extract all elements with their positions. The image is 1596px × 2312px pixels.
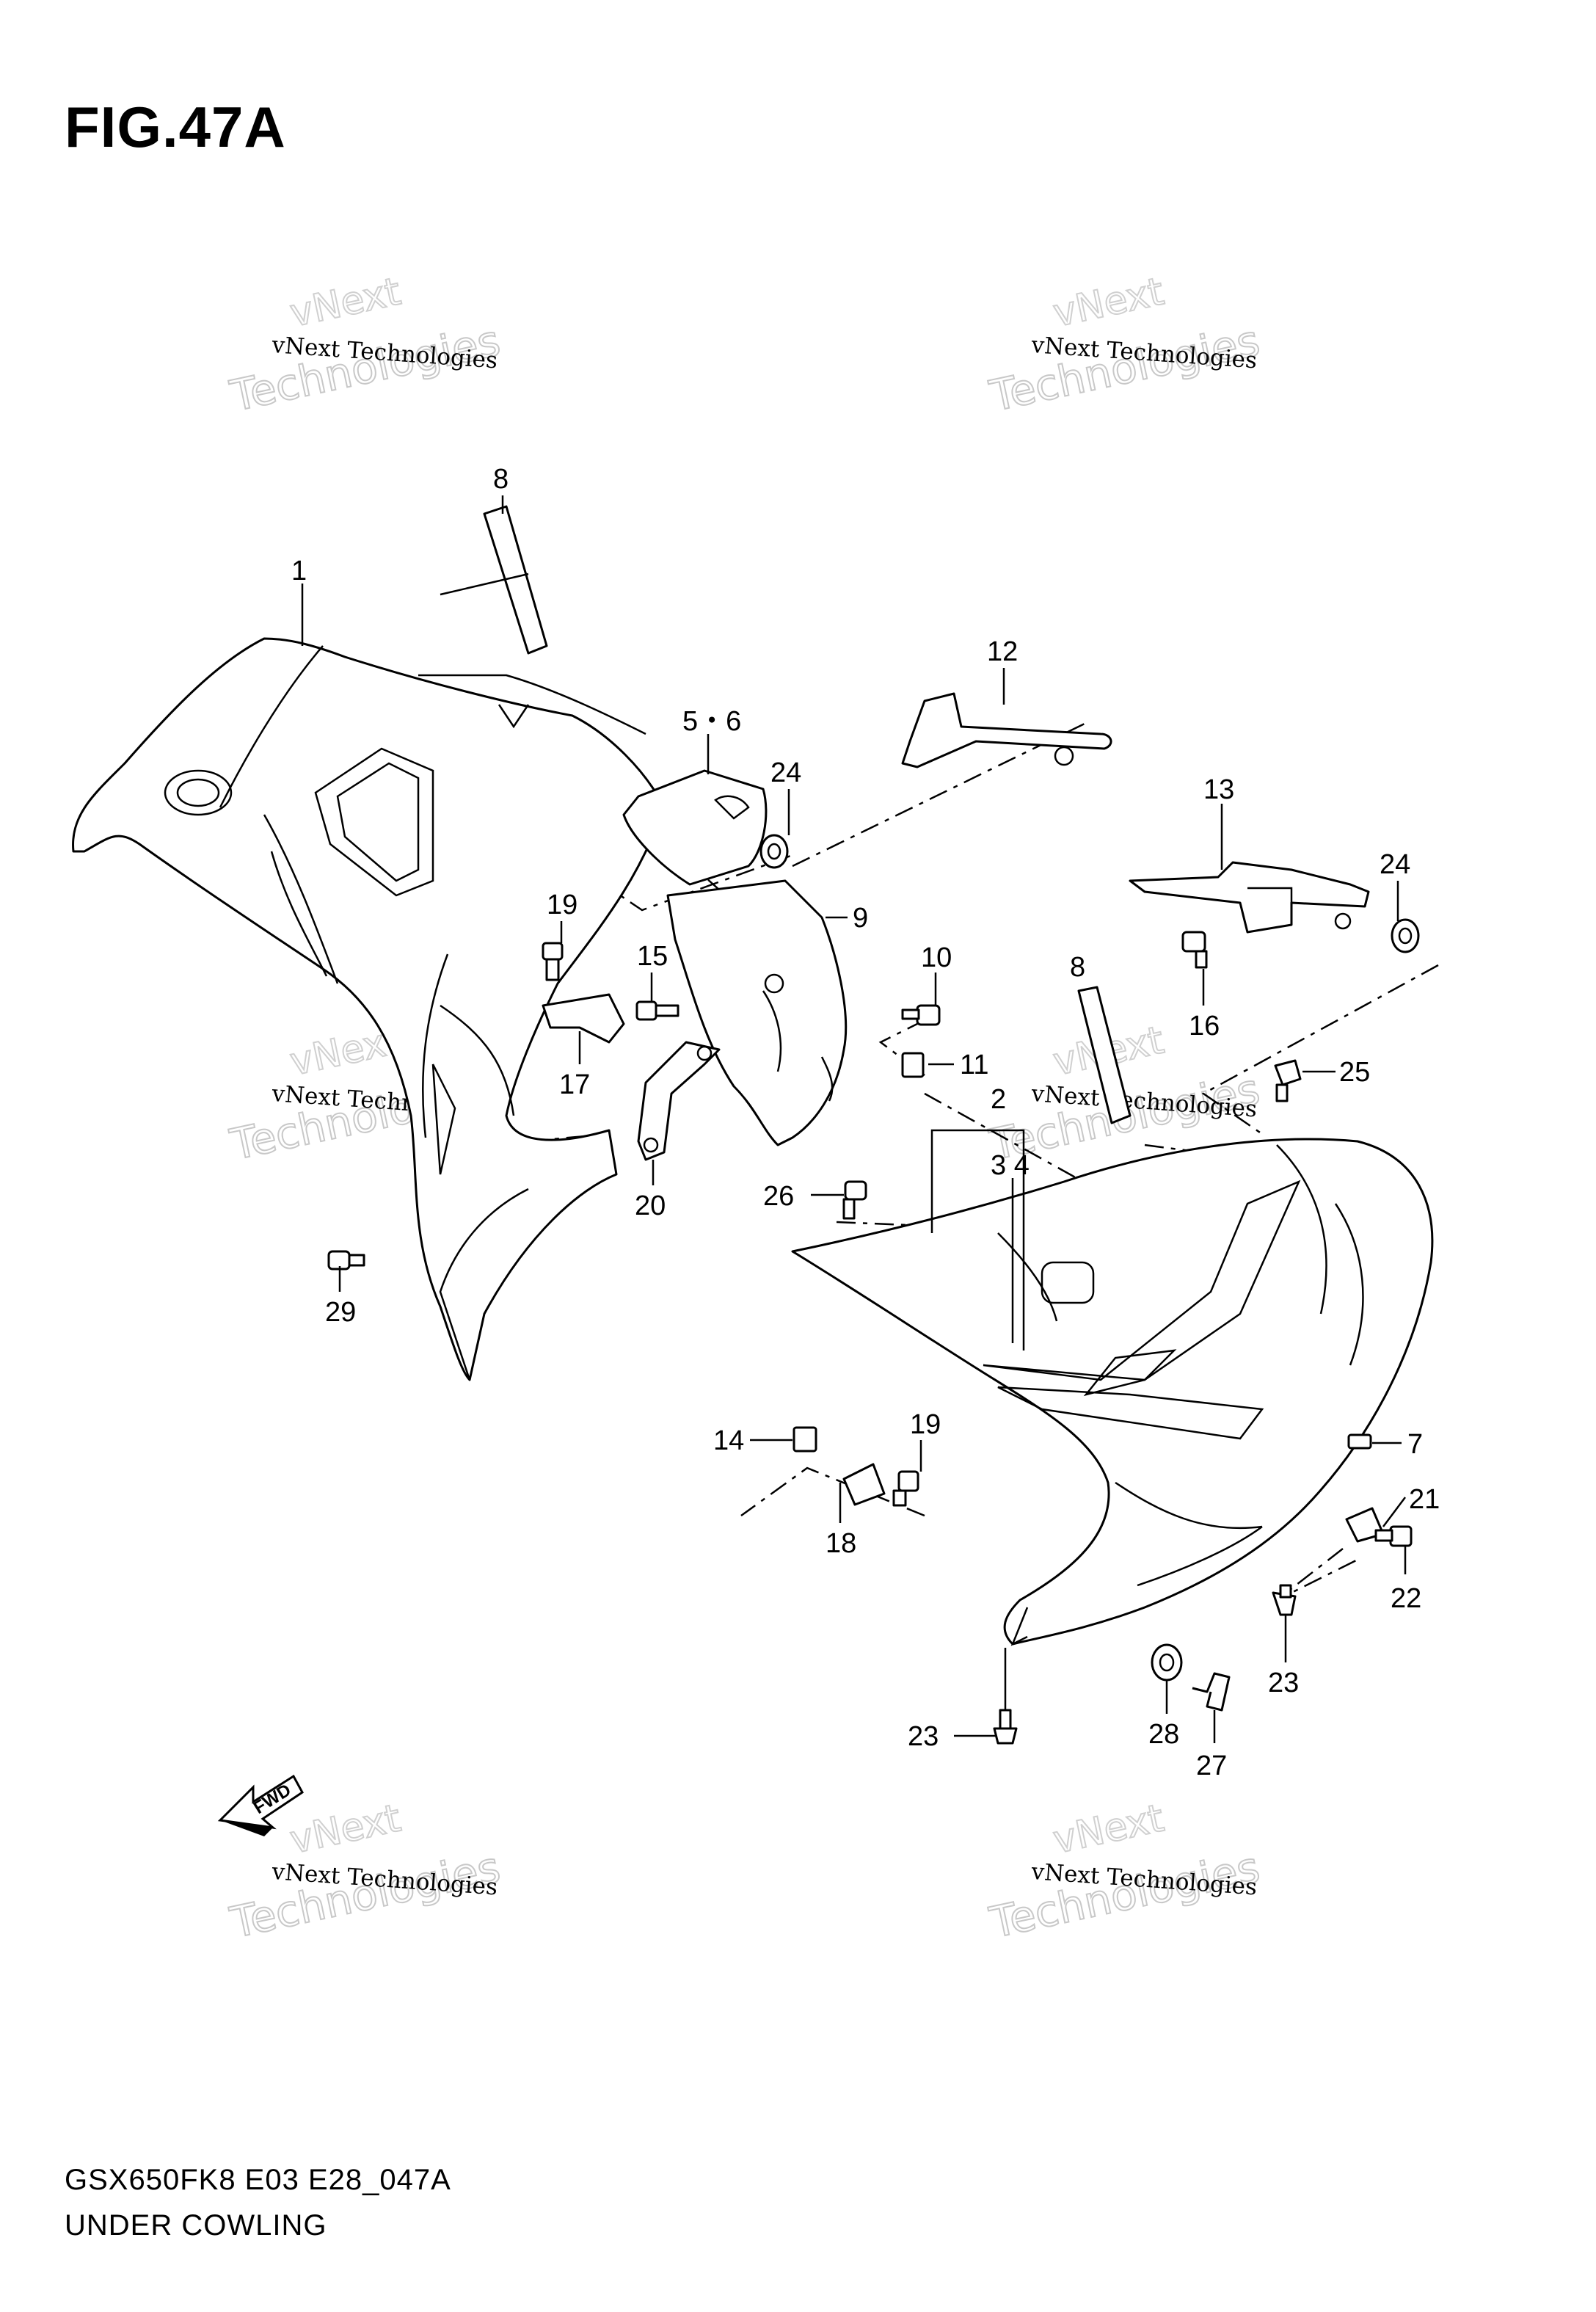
part-26-screw — [842, 1180, 867, 1220]
part-24-upper-grommet — [759, 834, 789, 869]
part-22-bolt — [1374, 1525, 1413, 1547]
callout-13: 13 — [1203, 774, 1234, 805]
part-5-6-shield — [622, 769, 768, 886]
part-12-bracket — [901, 692, 1112, 768]
part-24-right-grommet — [1391, 918, 1420, 953]
watermark-top-left: vNext Technologies vNext Technologies — [225, 269, 506, 421]
callout-20: 20 — [635, 1190, 666, 1221]
callout-16: 16 — [1189, 1011, 1220, 1042]
part-11-nut — [901, 1052, 925, 1078]
part-15-bolt — [635, 1000, 679, 1021]
figure-title: FIG.47A — [65, 95, 286, 159]
part-18-bracket — [842, 1463, 886, 1506]
part-8-lower-strip — [1077, 986, 1132, 1124]
leader-lines — [301, 495, 1407, 1743]
callout-19-right: 19 — [910, 1409, 941, 1440]
callout-19-left: 19 — [547, 890, 577, 920]
callout-21: 21 — [1409, 1484, 1440, 1515]
part-9-inner-panel — [666, 879, 848, 1146]
callout-23-bottom: 23 — [908, 1721, 939, 1752]
part-10-screw — [901, 1004, 941, 1026]
part-23-right-fastener — [1272, 1584, 1297, 1616]
callout-7: 7 — [1407, 1429, 1423, 1460]
part-25-screw — [1274, 1059, 1302, 1102]
callout-29: 29 — [325, 1297, 356, 1328]
callout-22: 22 — [1391, 1583, 1421, 1614]
part-23-bottom-fastener — [993, 1709, 1018, 1745]
watermark-bottom-left: vNext Technologies vNext Technologies — [225, 1795, 506, 1948]
callout-27: 27 — [1196, 1751, 1227, 1781]
watermark-bottom-right: vNext Technologies vNext Technologies — [985, 1795, 1265, 1948]
part-19-right-bolt — [892, 1470, 919, 1507]
callout-25: 25 — [1339, 1057, 1370, 1088]
callout-18: 18 — [826, 1528, 856, 1559]
callout-24-upper: 24 — [770, 757, 801, 788]
callout-2: 2 — [991, 1084, 1006, 1115]
model-code: GSX650FK8 E03 E28_047A — [65, 2164, 451, 2196]
callout-8-lower: 8 — [1070, 952, 1085, 983]
callout-23-right: 23 — [1268, 1668, 1299, 1698]
callout-10: 10 — [921, 942, 952, 973]
callout-12: 12 — [987, 636, 1018, 667]
part-17-bracket — [542, 993, 625, 1044]
diagram-name: UNDER COWLING — [65, 2209, 327, 2242]
callout-14: 14 — [713, 1425, 744, 1456]
callout-17: 17 — [559, 1069, 590, 1100]
callout-5-6: 5・6 — [682, 706, 741, 737]
part-8-upper-strip — [483, 505, 548, 655]
callout-9: 9 — [853, 903, 868, 934]
svg-text:vNext: vNext — [286, 269, 404, 335]
part-14-nut — [792, 1426, 817, 1453]
callout-1: 1 — [291, 556, 307, 586]
part-2-right-under-cowling — [791, 1138, 1434, 1646]
callout-11: 11 — [960, 1050, 988, 1080]
part-27-pin — [1192, 1672, 1231, 1712]
part-7-tape — [1347, 1433, 1372, 1450]
callout-26: 26 — [763, 1181, 794, 1212]
callout-28: 28 — [1148, 1719, 1179, 1750]
part-29-bolt — [327, 1250, 365, 1270]
part-16-bolt — [1181, 931, 1208, 969]
callout-24-right: 24 — [1380, 849, 1410, 880]
callout-3-4: 3 4 — [991, 1150, 1030, 1181]
svg-text:vNext: vNext — [1049, 1796, 1167, 1862]
watermark-top-right: vNext Technologies vNext Technologies — [985, 269, 1265, 421]
part-1-left-under-cowling — [72, 637, 666, 1381]
part-19-left-bolt — [542, 942, 564, 981]
callout-15: 15 — [637, 941, 668, 972]
svg-text:vNext: vNext — [1049, 269, 1167, 335]
part-28-grommet — [1151, 1643, 1183, 1682]
part-20-bracket — [637, 1041, 721, 1161]
svg-text:vNext: vNext — [286, 1796, 404, 1862]
part-13-bracket — [1129, 861, 1370, 934]
callout-8-upper: 8 — [493, 464, 509, 495]
callout-labels: 1 2 3 4 5・6 7 8 8 9 10 11 12 13 14 15 16… — [291, 464, 1440, 1781]
